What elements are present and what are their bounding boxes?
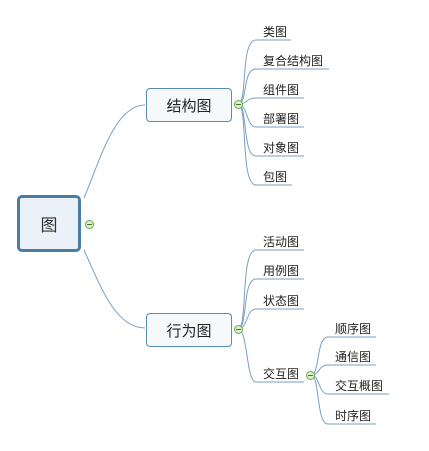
leaf-component-diagram[interactable]: 组件图 [263, 83, 300, 97]
connector-root-behavior [83, 249, 146, 329]
leaf-communication-diagram[interactable]: 通信图 [335, 350, 372, 364]
root-node[interactable]: 图 [17, 195, 81, 252]
leaf-composite-structure-diagram[interactable]: 复合结构图 [263, 54, 324, 68]
connector-root-structure [83, 104, 146, 199]
connector-structure-3 [237, 97, 304, 105]
branch-behavior-collapse-toggle[interactable] [234, 325, 243, 334]
connector-behavior-3 [237, 308, 304, 330]
leaf-interaction-overview-diagram[interactable]: 交互概图 [335, 379, 384, 393]
leaf-object-diagram[interactable]: 对象图 [263, 141, 300, 155]
root-collapse-toggle[interactable] [85, 220, 94, 229]
leaf-deployment-diagram[interactable]: 部署图 [263, 112, 300, 126]
leaf-package-diagram[interactable]: 包图 [263, 170, 288, 184]
branch-structure-label: 结构图 [166, 96, 212, 115]
branch-structure-node[interactable]: 结构图 [146, 88, 232, 122]
leaf-sequence-diagram[interactable]: 顺序图 [335, 322, 372, 336]
leaf-timing-diagram[interactable]: 时序图 [335, 409, 372, 423]
connector-interaction-2 [310, 364, 376, 376]
branch-behavior-label: 行为图 [166, 321, 212, 340]
leaf-class-diagram[interactable]: 类图 [263, 25, 288, 39]
branch-structure-collapse-toggle[interactable] [234, 100, 243, 109]
leaf-use-case-diagram[interactable]: 用例图 [263, 264, 300, 278]
branch-behavior-node[interactable]: 行为图 [146, 313, 232, 347]
interaction-collapse-toggle[interactable] [306, 371, 315, 380]
leaf-state-diagram[interactable]: 状态图 [263, 294, 300, 308]
leaf-interaction-diagram[interactable]: 交互图 [263, 367, 300, 381]
leaf-activity-diagram[interactable]: 活动图 [263, 235, 300, 249]
root-label: 图 [40, 216, 58, 236]
